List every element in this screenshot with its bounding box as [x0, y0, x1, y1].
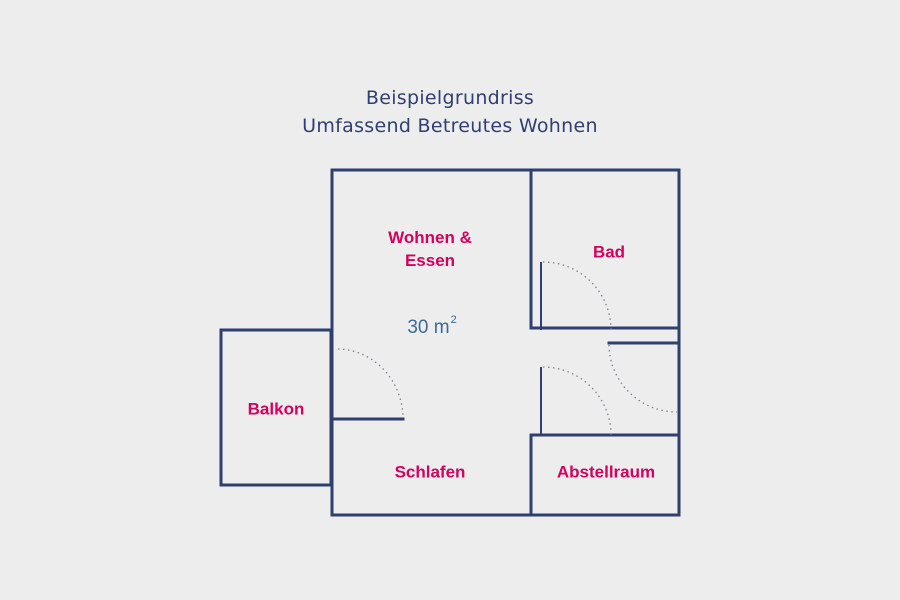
room-label-wohnen-line-1: Wohnen &	[388, 228, 472, 247]
storage-door-swing	[542, 366, 612, 436]
balcony-wall	[219, 328, 333, 487]
room-label-abstellraum: Abstellraum	[556, 462, 656, 482]
room-label-schlafen: Schlafen	[394, 462, 466, 482]
area-value: 30 m	[407, 317, 450, 339]
bedroom-door-swing	[337, 348, 404, 418]
room-label-wohnen-line-2: Essen	[404, 251, 456, 270]
area-unit-exponent: 2	[450, 313, 457, 326]
room-label-wohnen: Wohnen & Essen	[388, 226, 472, 272]
room-label-bad: Bad	[592, 242, 626, 262]
plan-title: Beispielgrundriss Umfassend Betreutes Wo…	[0, 84, 900, 140]
area-label: 30 m2	[407, 313, 457, 339]
bath-door-swing	[542, 261, 612, 331]
title-line-2: Umfassend Betreutes Wohnen	[302, 115, 598, 137]
room-label-balkon: Balkon	[247, 399, 305, 419]
hall-door-swing	[608, 344, 678, 413]
title-line-1: Beispielgrundriss	[365, 87, 535, 109]
